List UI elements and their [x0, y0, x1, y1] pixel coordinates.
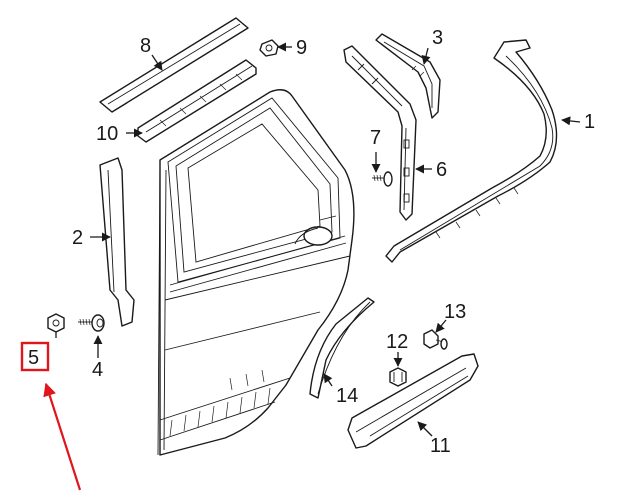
part-2-pillar-trim [99, 157, 135, 327]
callout-13: 13 [444, 301, 466, 323]
callout-6: 6 [436, 159, 447, 181]
callout-10: 10 [96, 123, 118, 145]
part-3-corner-trim [375, 33, 441, 119]
callout-7: 7 [370, 127, 381, 149]
rear-door-shell [157, 89, 355, 456]
callout-5: 5 [28, 347, 39, 369]
part-13-stud [423, 329, 448, 350]
callout-3: 3 [432, 27, 443, 49]
callout-1: 1 [584, 111, 595, 133]
part-8-upper-moulding [99, 17, 249, 113]
highlight-box [20, 341, 50, 372]
part-9-clip [259, 39, 279, 57]
callout-labels: 8 9 10 2 4 3 1 7 6 13 12 14 11 [72, 27, 595, 457]
highlight-callout-5: 5 [20, 341, 82, 491]
part-14-arch-strip [309, 297, 375, 399]
part-12-clip [389, 367, 407, 387]
callout-12: 12 [386, 331, 408, 353]
part-6-bracket [343, 45, 417, 221]
part-4-screw [78, 314, 105, 332]
part-1-frame-moulding [385, 39, 558, 263]
part-7-bolt [372, 171, 393, 187]
highlight-arrow [43, 382, 82, 491]
callout-4: 4 [92, 359, 103, 381]
callout-9: 9 [296, 37, 307, 59]
part-11-lower-trim [347, 353, 479, 449]
callout-8: 8 [140, 35, 151, 57]
leader-lines [55, 42, 581, 437]
callout-2: 2 [72, 227, 83, 249]
part-5-nut [47, 313, 65, 333]
callout-14: 14 [336, 385, 358, 407]
callout-11: 11 [430, 435, 451, 457]
